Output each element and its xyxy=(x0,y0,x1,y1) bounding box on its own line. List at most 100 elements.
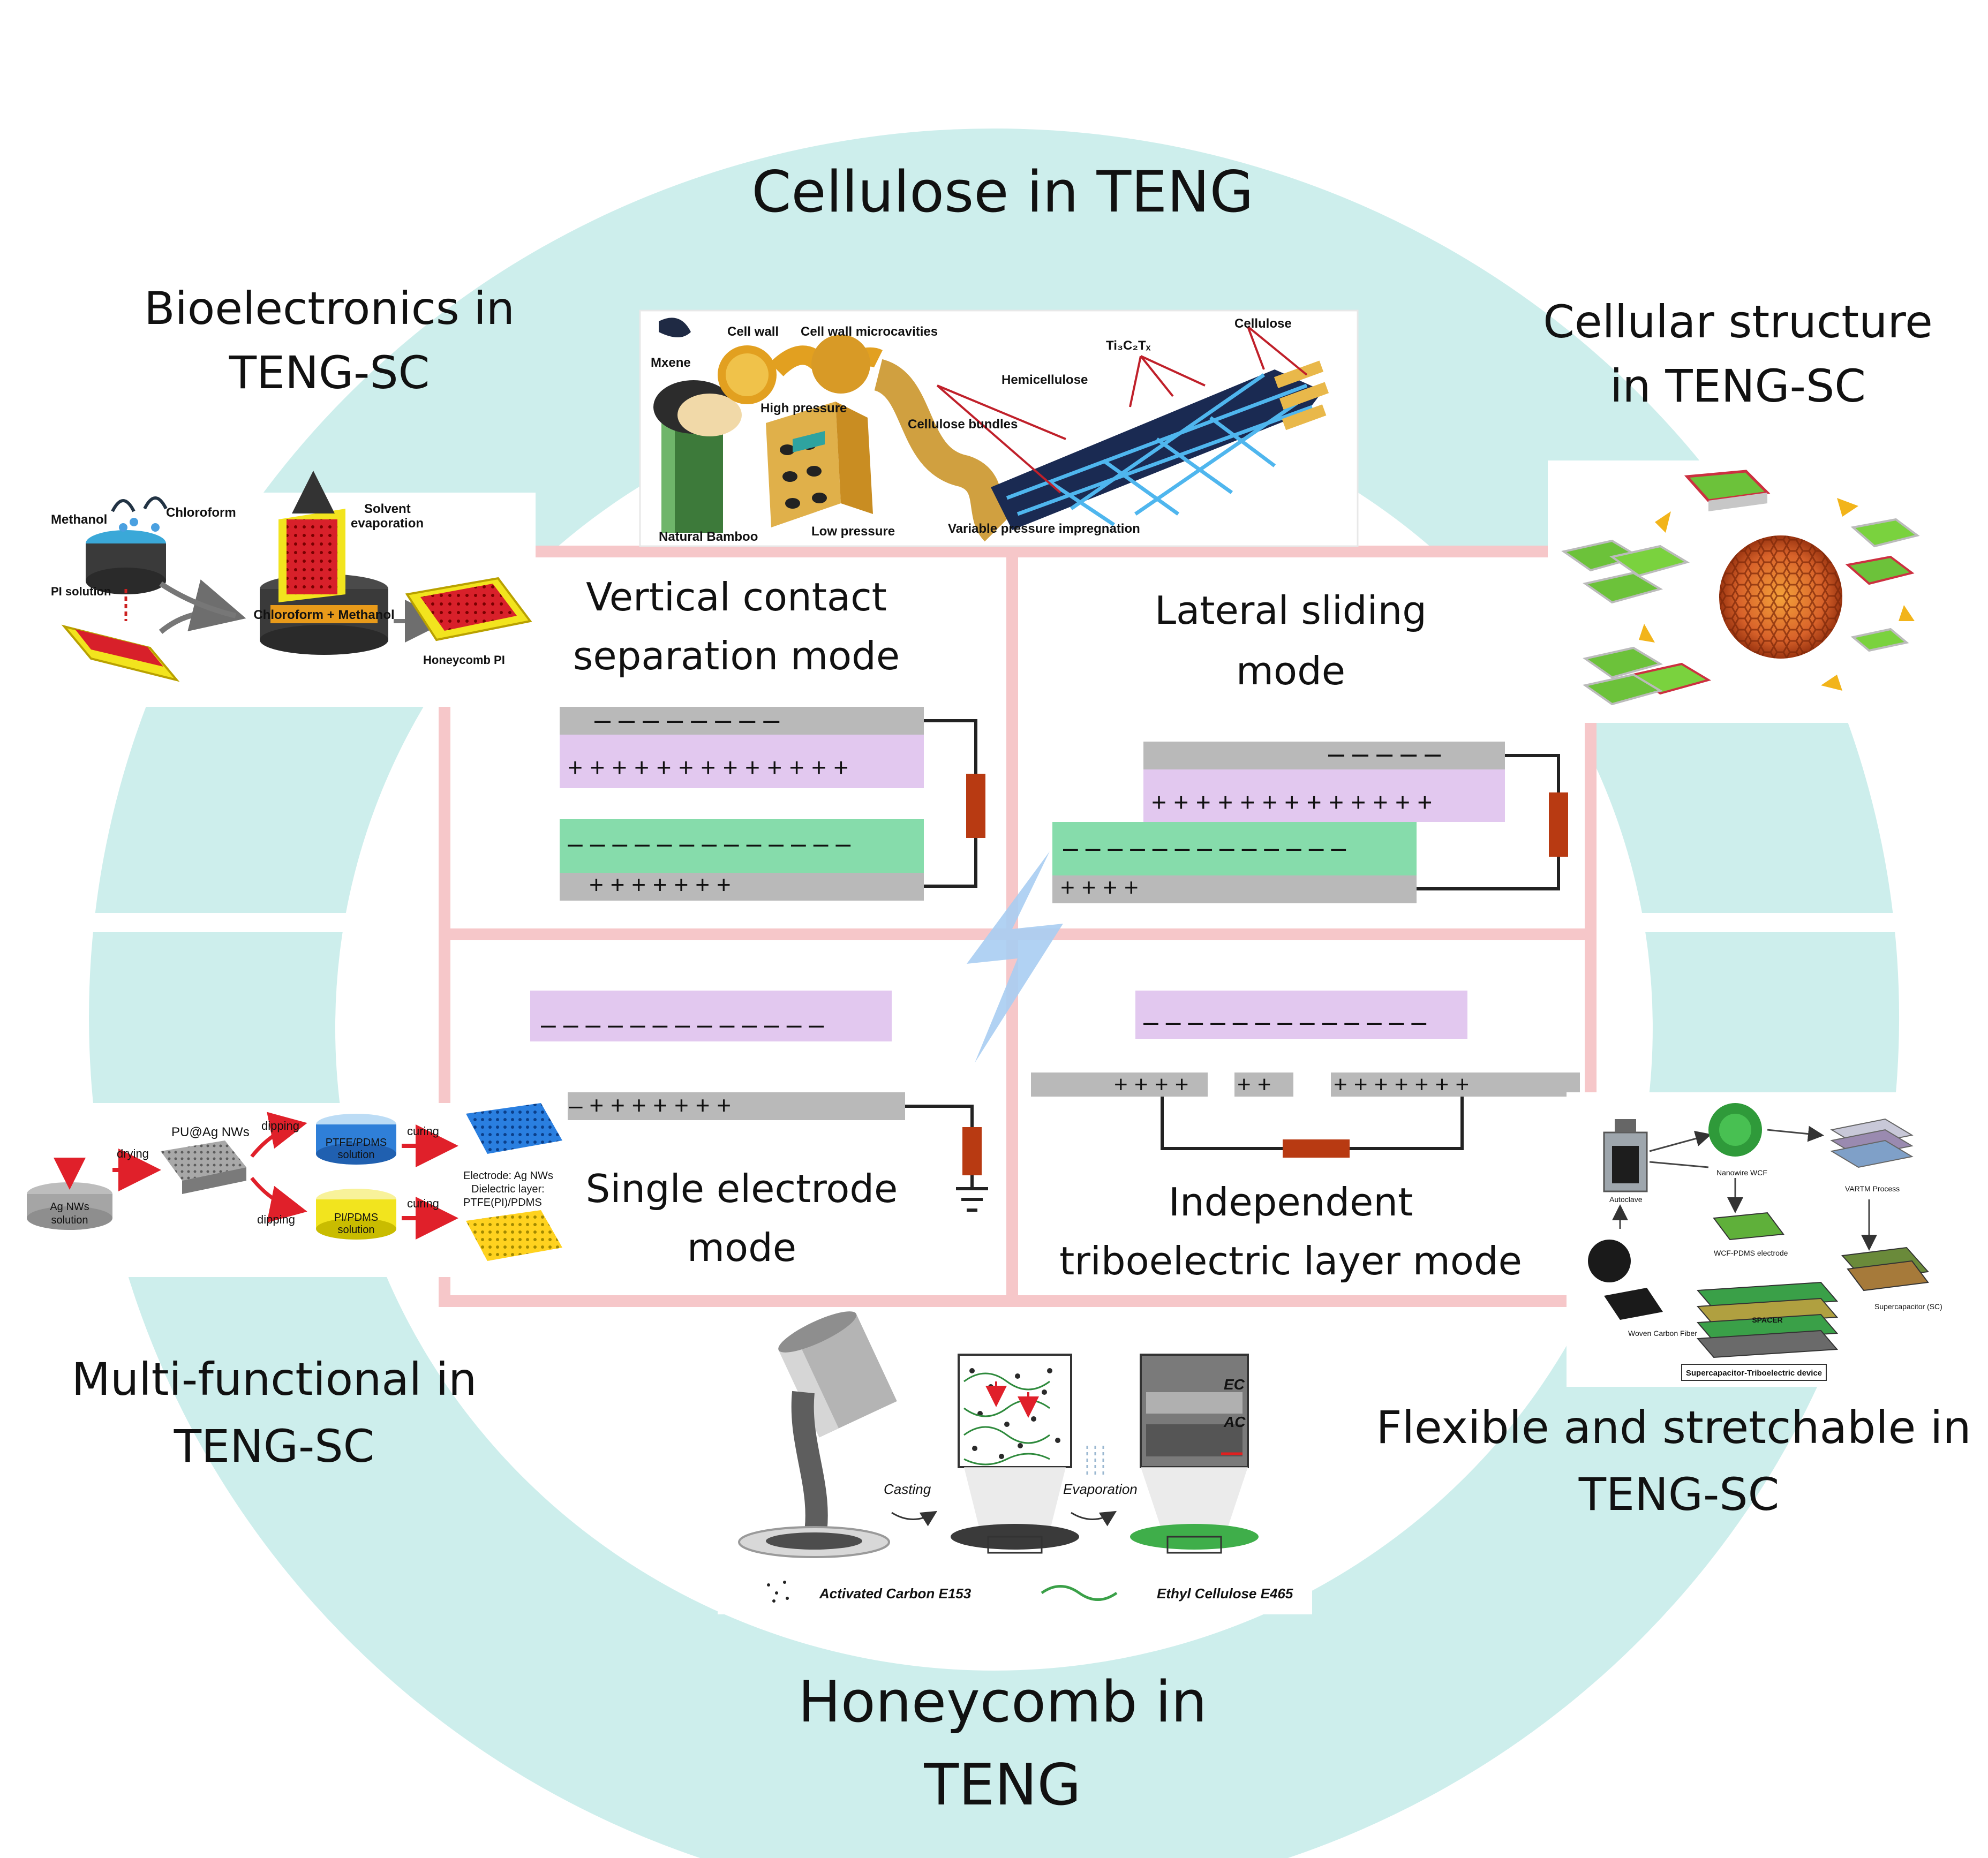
label-cellulose-bundles: Cellulose bundles xyxy=(908,417,1018,432)
label-wcf-pdms: WCF-PDMS electrode xyxy=(1714,1249,1788,1257)
hex-tiles-right xyxy=(1845,518,1920,652)
dielectric-purple xyxy=(1135,991,1467,1039)
resistor-icon xyxy=(1283,1139,1350,1158)
label-natural-bamboo: Natural Bamboo xyxy=(659,530,758,544)
label-pi-solution: PI solution xyxy=(51,585,111,598)
honeycomb-casting-panel: Casting Evaporation EC AC Activated Carb… xyxy=(718,1309,1312,1614)
resistor-icon xyxy=(962,1127,982,1175)
label-pu-ag: PU@Ag NWs xyxy=(171,1125,250,1139)
independent-layer-mode: – – – – – – – – – – – – – + + + + + + + … xyxy=(1031,991,1580,1283)
label-casting: Casting xyxy=(884,1481,931,1497)
label-variable-pressure: Variable pressure impregnation xyxy=(948,522,1140,536)
label-hemicellulose: Hemicellulose xyxy=(1001,373,1088,387)
ring-gap-right xyxy=(1553,913,1917,932)
mode-label: Vertical contact xyxy=(586,575,887,620)
teng-modes-grid xyxy=(439,546,1597,1307)
charge-row: + + + + + + + + + + + + + xyxy=(1151,789,1432,817)
hex-tiles-bottom-left xyxy=(1583,646,1712,706)
label-ag-nws: Ag NWs xyxy=(50,1201,89,1213)
multifunctional-panel: Ag NWs solution drying PU@Ag NWs dipping… xyxy=(21,1103,562,1277)
label-ethyl-cellulose: Ethyl Cellulose E465 xyxy=(1157,1585,1293,1602)
label-pi-pdms: PI/PDMS xyxy=(334,1212,378,1223)
charge-row: – – – – – – – – – – – – – xyxy=(541,1009,824,1039)
electrode-segment xyxy=(1331,1072,1580,1097)
yellow-sponge xyxy=(466,1210,562,1261)
woven-fiber xyxy=(1588,1240,1631,1282)
resistor-icon xyxy=(1549,792,1568,857)
label-dielectric-material: PTFE(PI)/PDMS xyxy=(463,1197,542,1209)
charge-row: + + + + xyxy=(1114,1071,1188,1098)
hex-tiles-left xyxy=(1561,539,1690,604)
label-device: Supercapacitor-Triboelectric device xyxy=(1686,1369,1822,1378)
label-evaporation: evaporation xyxy=(351,516,424,531)
cellulose-bamboo-panel: Mxene Cell wall Cell wall microcavities … xyxy=(639,309,1359,547)
charge-row: + + + + xyxy=(1060,873,1139,901)
mode-label: mode xyxy=(1236,648,1345,693)
label-autoclave: Autoclave xyxy=(1609,1195,1643,1204)
charge-row: – – – – – – – – – – – – – xyxy=(1063,833,1346,863)
label-microcavities: Cell wall microcavities xyxy=(801,324,938,339)
label-electrode: Electrode: Ag NWs xyxy=(463,1170,553,1182)
dielectric-purple xyxy=(530,991,892,1041)
title-cellular-1: Cellular structure xyxy=(1543,296,1933,348)
mode-label: Single electrode xyxy=(586,1166,898,1211)
wcf-pdms-electrode xyxy=(1713,1212,1784,1241)
label-dielectric: Dielectric layer: xyxy=(471,1183,545,1195)
bioelectronics-panel: Chloroform + Methanol Methanol Chlorofor… xyxy=(37,471,536,707)
title-honeycomb-2: TENG xyxy=(923,1752,1081,1818)
flexible-stretchable-panel: Autoclave Nanowire WCF VARTM Process WCF… xyxy=(1567,1092,1963,1387)
blue-sponge xyxy=(466,1103,562,1154)
electrode-bottom xyxy=(1052,875,1417,903)
label-cell-wall: Cell wall xyxy=(727,324,779,339)
label-honeycomb-pi: Honeycomb PI xyxy=(423,653,505,667)
label-supercap: Supercapacitor (SC) xyxy=(1874,1302,1942,1311)
charge-row: – – – – – xyxy=(1328,737,1441,769)
label-activated-carbon: Activated Carbon E153 xyxy=(819,1585,972,1602)
title-cellulose: Cellulose in TENG xyxy=(751,159,1253,225)
label-low-pressure: Low pressure xyxy=(811,524,895,539)
label-curing: curing xyxy=(407,1124,439,1138)
title-bio-1: Bioelectronics in xyxy=(144,282,515,335)
label-chloroform: Chloroform xyxy=(166,505,236,520)
title-cellular-2: in TENG-SC xyxy=(1610,360,1866,412)
label-high-pressure: High pressure xyxy=(760,401,847,416)
ground-icon xyxy=(956,1187,988,1212)
vertical-contact-mode: Vertical contact separation mode – – – –… xyxy=(560,575,985,901)
dielectric-green xyxy=(1052,822,1417,875)
charge-row: – – – – – – – – – – – – – xyxy=(1143,1007,1426,1037)
mode-label: separation mode xyxy=(573,633,900,678)
label-ptfe: PTFE/PDMS xyxy=(326,1137,387,1149)
charge-row: + + xyxy=(1237,1071,1271,1098)
label-dipping: dipping xyxy=(257,1213,295,1226)
resistor-icon xyxy=(966,774,985,838)
single-electrode-mode: – – – – – – – – – – – – – – + + + + + + … xyxy=(530,991,988,1270)
label-solution: solution xyxy=(338,1224,375,1236)
title-flex-1: Flexible and stretchable in xyxy=(1376,1401,1971,1454)
lightning-bolt-icon xyxy=(967,851,1063,1063)
electrode-top xyxy=(1143,742,1505,769)
label-dipping: dipping xyxy=(261,1119,299,1132)
dielectric-purple xyxy=(1143,769,1505,822)
ring-gap-left xyxy=(86,913,461,932)
cycle-arrows xyxy=(1639,498,1915,691)
title-multi-2: TENG-SC xyxy=(174,1420,375,1472)
label-mxene: Mxene xyxy=(651,356,691,370)
mxene-flake xyxy=(659,318,691,337)
charge-row: + + + + + + + xyxy=(1334,1071,1469,1098)
title-bio-2: TENG-SC xyxy=(229,346,430,399)
electrode xyxy=(568,1092,905,1120)
label-evaporation: Evaporation xyxy=(1063,1481,1138,1497)
label-curing: curing xyxy=(407,1197,439,1210)
label-nanowire: Nanowire WCF xyxy=(1716,1168,1767,1177)
mode-label: Independent xyxy=(1169,1180,1413,1225)
charge-row: – + + + + + + + xyxy=(569,1091,731,1119)
mode-label: triboelectric layer mode xyxy=(1059,1238,1522,1283)
dielectric-green xyxy=(560,819,924,873)
electrode-top xyxy=(560,707,924,735)
electrode-segment xyxy=(1234,1072,1293,1097)
title-flex-2: TENG-SC xyxy=(1578,1468,1780,1521)
label-ec: EC xyxy=(1224,1376,1245,1393)
label-solution: solution xyxy=(338,1149,375,1161)
